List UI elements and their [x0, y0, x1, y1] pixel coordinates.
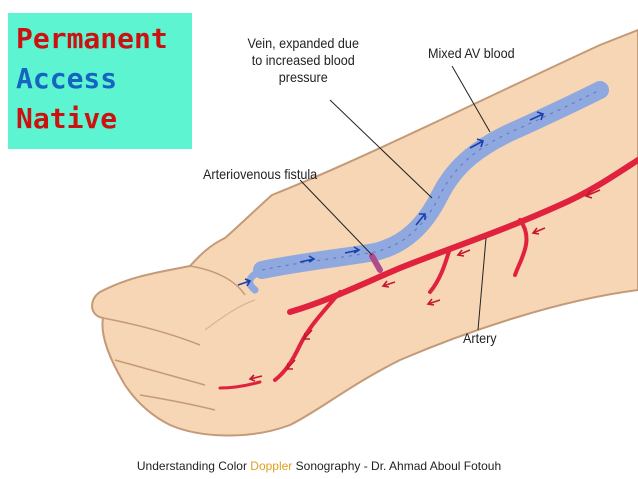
- artery-leader-line: [477, 237, 487, 331]
- vein-vessel: [253, 81, 609, 279]
- artery-branch: [273, 290, 342, 382]
- mixed-leader-line: [451, 65, 491, 133]
- fistula-leader-line: [299, 179, 373, 256]
- finger-crease: [102, 317, 201, 346]
- mixed-av-label: Mixed AV blood: [428, 45, 515, 61]
- thumb-crease: [189, 265, 246, 296]
- palm-crease: [204, 299, 256, 331]
- vein-label: Vein, expanded due to increased blood pr…: [238, 35, 369, 86]
- title-line-2: Access: [16, 62, 118, 95]
- artery-branch: [218, 380, 262, 390]
- fistula-label: Arteriovenous fistula: [203, 166, 318, 182]
- red-flow-arrow: [381, 280, 396, 288]
- footer-credit: Understanding Color Doppler Sonography -…: [0, 459, 638, 473]
- artery-vessel: [287, 157, 638, 315]
- blue-flow-arrow: [469, 138, 485, 149]
- vein-label-line-3: pressure: [278, 69, 328, 85]
- red-flow-arrow: [426, 298, 441, 306]
- footer-part-1: Understanding Color: [136, 459, 251, 473]
- footer-part-3: Sonography - Dr. Ahmad Aboul Fotouh: [292, 459, 502, 473]
- vein-branch: [246, 266, 266, 294]
- slide-title-box: Permanent Access Native: [8, 13, 192, 149]
- blue-flow-arrow: [529, 111, 545, 121]
- blue-flow-arrow: [344, 246, 361, 254]
- red-flow-arrow: [531, 227, 546, 235]
- blue-flow-arrow: [299, 255, 316, 263]
- artery-label: Artery: [463, 330, 497, 346]
- finger-crease: [114, 359, 206, 386]
- red-flow-arrow: [286, 359, 296, 370]
- red-flow-arrow: [456, 249, 471, 257]
- red-flow-arrow: [248, 374, 263, 382]
- finger-crease: [139, 394, 216, 411]
- blue-flow-arrow: [237, 278, 252, 287]
- fistula-connection: [369, 253, 383, 273]
- flow-arrows: [237, 111, 601, 382]
- vein-leader-line: [329, 99, 433, 199]
- blue-flow-arrow: [415, 213, 426, 226]
- artery-branch: [428, 246, 452, 294]
- vein-label-line-1: Vein, expanded due: [247, 35, 359, 51]
- vein-label-line-2: to increased blood: [251, 52, 355, 68]
- title-line-3: Native: [16, 102, 118, 135]
- footer-highlight: Doppler: [250, 459, 293, 473]
- red-flow-arrow: [584, 189, 601, 199]
- red-flow-arrow: [303, 329, 313, 340]
- artery-branch: [513, 218, 529, 277]
- title-line-1: Permanent: [16, 22, 168, 55]
